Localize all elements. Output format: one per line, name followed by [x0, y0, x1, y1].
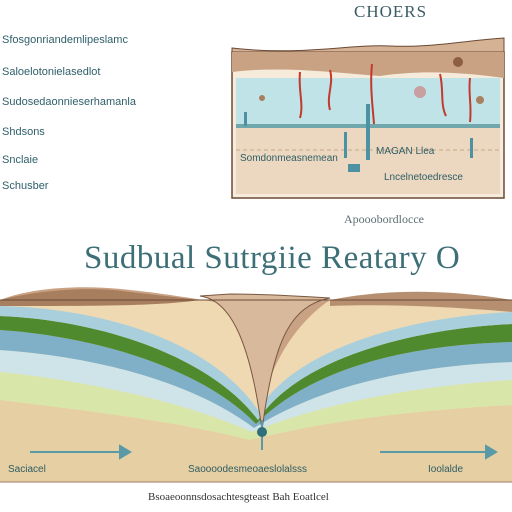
left-label-2: Saloelotonielasedlot: [2, 66, 101, 78]
left-label-3: Sudosedaonnieserhamanla: [2, 96, 136, 108]
left-label-1: Sfosgonriandemlipeslamc: [2, 34, 128, 46]
inset-grains: [259, 57, 484, 104]
header-title: CHOERS: [354, 2, 428, 21]
spring-point: [257, 427, 267, 437]
root-markers: [298, 63, 472, 125]
footer-caption: Bsoaeoonnsdosachtesgteast Bah Eoatlcel: [148, 491, 329, 503]
inset-label-center: MAGAN Llea: [376, 146, 435, 157]
left-label-6: Schusber: [2, 180, 49, 192]
cross-section-label-center: Saoooodesmeoaeslolalsss: [188, 464, 307, 475]
cross-section-label-left: Saciacel: [8, 464, 46, 475]
main-title: Sudbual Sutrgiie Reatary O: [84, 240, 461, 276]
blue-drips: [244, 104, 473, 172]
cross-section-label-right: Ioolalde: [428, 464, 464, 475]
left-label-5: Snclaie: [2, 154, 39, 166]
inset-caption: Apooobordlocce: [344, 212, 424, 226]
left-label-4: Shdsons: [2, 126, 45, 138]
inset-label-left: Somdonmeasnemean: [240, 153, 338, 164]
inset-label-right: Lncelnetoedresce: [384, 172, 463, 183]
